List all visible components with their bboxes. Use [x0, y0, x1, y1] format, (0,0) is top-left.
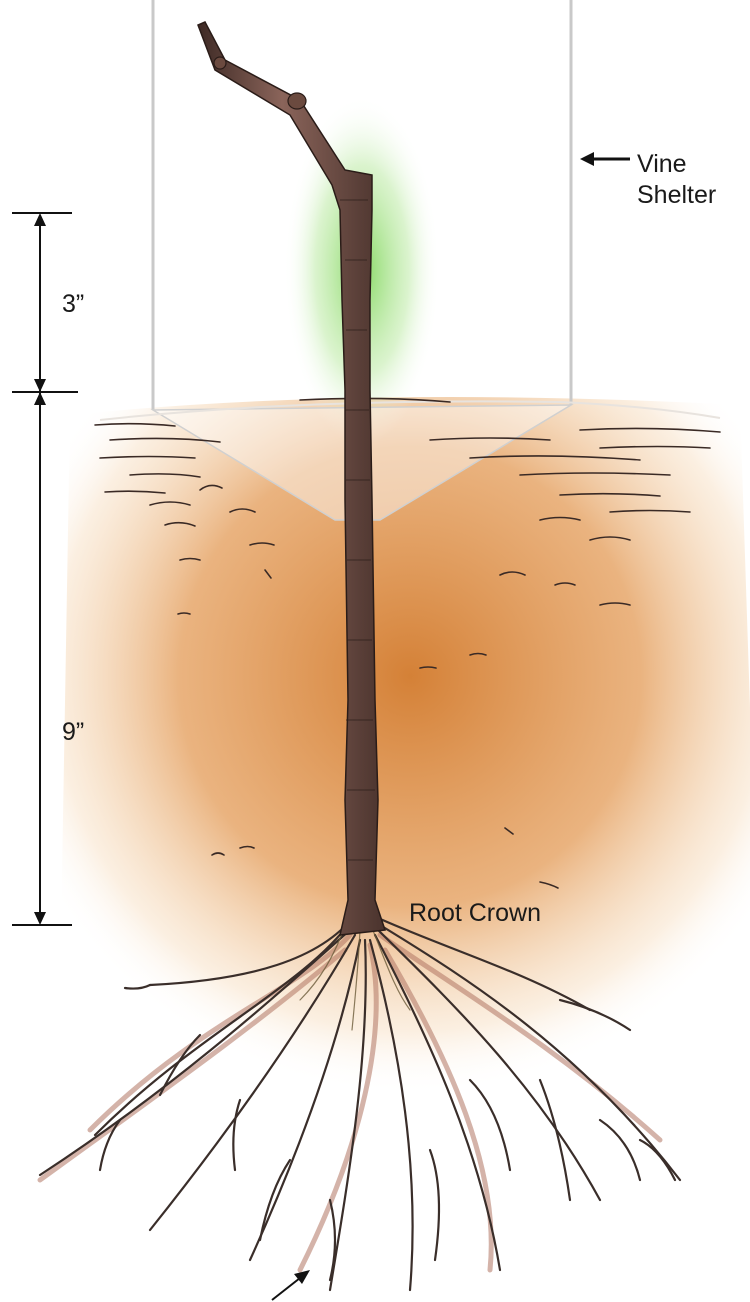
arrow-up-right-icon — [272, 1270, 310, 1300]
arrow-left-icon — [580, 152, 630, 166]
depth-above-label: 3” — [62, 289, 84, 320]
vine-shelter-label-line1: Vine — [637, 149, 716, 180]
root-crown-label: Root Crown — [409, 898, 541, 929]
vine-shelter-label-line2: Shelter — [637, 180, 716, 211]
vine-shelter-label: Vine Shelter — [637, 149, 716, 211]
depth-below-label: 9” — [62, 717, 84, 748]
